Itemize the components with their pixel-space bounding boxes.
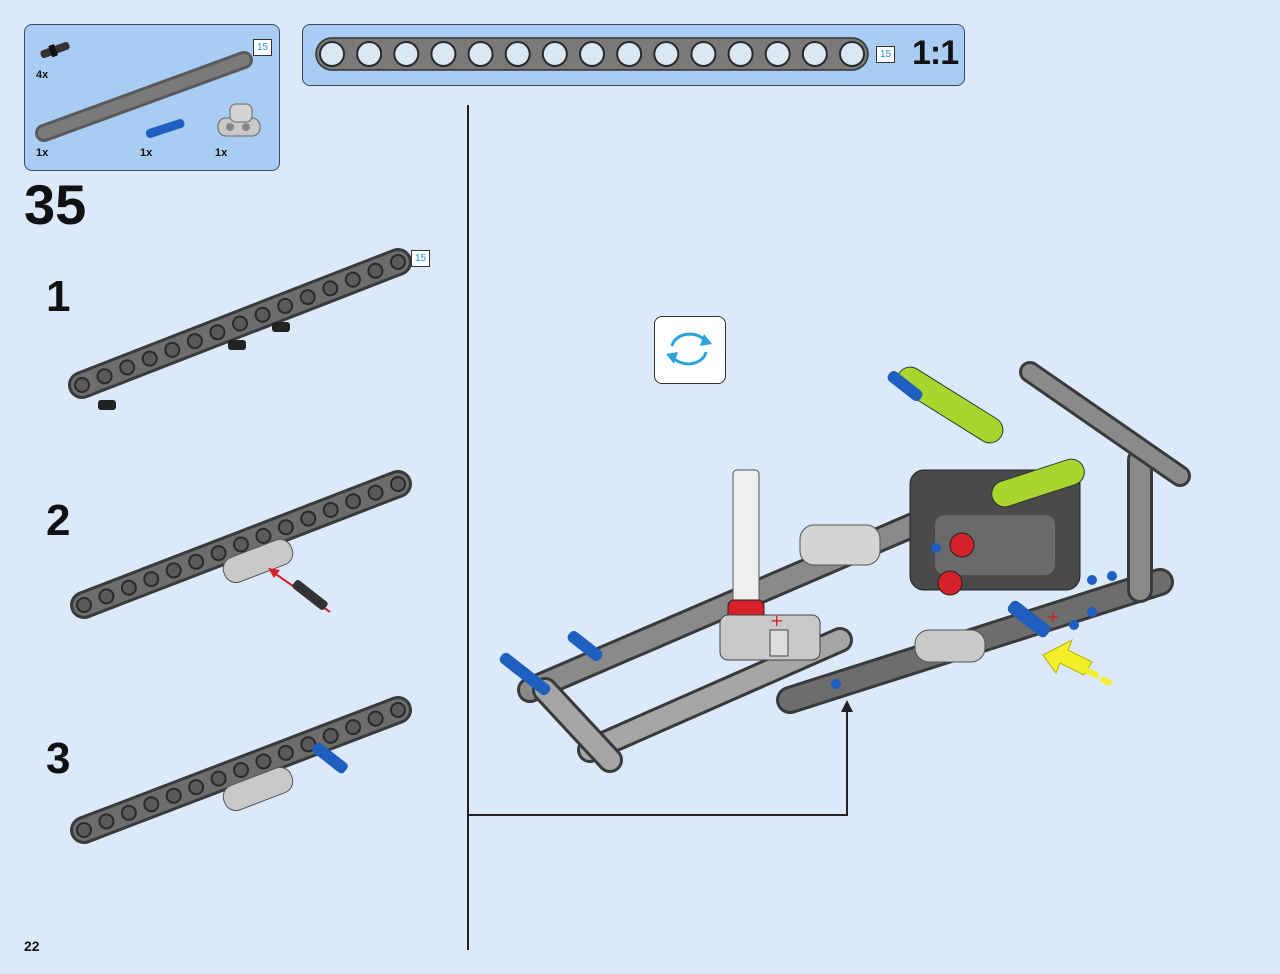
substep-2-beam-icon — [70, 470, 412, 619]
beam-hole — [367, 262, 384, 279]
qty-gray-connector: 1x — [215, 147, 228, 159]
substep-2-number: 2 — [46, 496, 71, 545]
rotate-model-icon — [666, 332, 712, 366]
beam-hole — [801, 41, 828, 67]
beam-hole — [319, 41, 345, 67]
page-number: 22 — [24, 938, 40, 954]
beam-length-tag: 15 — [253, 39, 272, 56]
beam-hole — [98, 813, 115, 830]
beam-hole — [541, 41, 568, 67]
beam-hole — [164, 341, 181, 358]
beam-hole — [233, 536, 249, 553]
beam-hole — [390, 476, 406, 492]
beam-hole — [345, 719, 362, 736]
beam-hole — [504, 41, 531, 67]
beam-hole — [356, 41, 383, 67]
beam-hole — [143, 571, 160, 588]
beam-hole — [165, 562, 182, 579]
qty-black-pin: 4x — [36, 69, 49, 81]
insert-arrow-yellow-icon — [1042, 638, 1113, 686]
beam-hole — [210, 770, 227, 787]
blue-axle-pin-icon — [145, 119, 185, 138]
beam-hole — [74, 377, 90, 393]
beam-hole — [345, 493, 362, 510]
beam-hole — [839, 41, 865, 67]
beam-hole — [390, 702, 406, 718]
beam-hole — [299, 289, 316, 306]
beam-hole — [188, 779, 205, 796]
beam-hole — [690, 41, 717, 67]
beam-hole — [764, 41, 791, 67]
beam-hole — [322, 501, 339, 518]
substep-1-number: 1 — [46, 272, 71, 321]
beam-hole — [300, 510, 317, 527]
black-connector-pin-icon — [40, 41, 70, 59]
substep-3-number: 3 — [46, 734, 71, 783]
beam-hole — [393, 41, 420, 67]
beam-hole — [467, 41, 494, 67]
beam-hole — [188, 553, 205, 570]
beam-hole — [186, 333, 203, 350]
beam-hole — [76, 597, 92, 613]
beam-hole — [210, 545, 227, 562]
beam-hole — [322, 280, 339, 297]
beam-hole — [143, 796, 160, 813]
beam-hole — [390, 254, 406, 270]
substep-1-beam-icon — [68, 248, 412, 410]
svg-text:+: + — [1046, 607, 1059, 626]
beam-hole — [277, 297, 294, 314]
beam-hole — [209, 324, 226, 341]
beam-hole — [430, 41, 457, 67]
beam-hole — [344, 271, 361, 288]
ruler-length-tag: 15 — [876, 46, 895, 63]
beam-hole — [616, 41, 643, 67]
svg-text:+: + — [770, 611, 783, 630]
beam-hole — [367, 710, 384, 727]
qty-long-beam: 1x — [36, 147, 49, 159]
beam-hole — [277, 519, 294, 536]
qty-blue-pin: 1x — [140, 147, 153, 159]
beam-hole — [322, 727, 339, 744]
beam-hole — [653, 41, 680, 67]
beam-hole — [254, 306, 271, 323]
beam-hole — [119, 359, 136, 376]
substep-3-beam-icon — [70, 696, 412, 844]
long-gray-beam-icon — [35, 51, 253, 142]
beam-hole — [232, 315, 248, 332]
rotate-model-box — [654, 316, 726, 384]
beam-hole — [141, 350, 158, 367]
light-gray-connector-icon — [217, 103, 261, 137]
beam-hole — [96, 368, 113, 385]
beam-hole — [277, 744, 294, 761]
scale-label: 1:1 — [912, 34, 959, 72]
column-divider — [467, 105, 469, 950]
beam-hole — [120, 579, 137, 596]
beam-hole — [98, 588, 115, 605]
beam-hole — [233, 762, 249, 778]
beam-hole — [727, 41, 754, 67]
beam-hole — [165, 787, 182, 804]
beam-hole — [255, 527, 272, 544]
beam-hole — [579, 41, 605, 67]
beam-hole — [76, 822, 92, 838]
beam-hole — [300, 736, 317, 753]
beam-hole — [120, 804, 137, 821]
beam-hole — [367, 484, 384, 501]
beam-hole — [255, 753, 272, 770]
step-number: 35 — [24, 173, 87, 236]
